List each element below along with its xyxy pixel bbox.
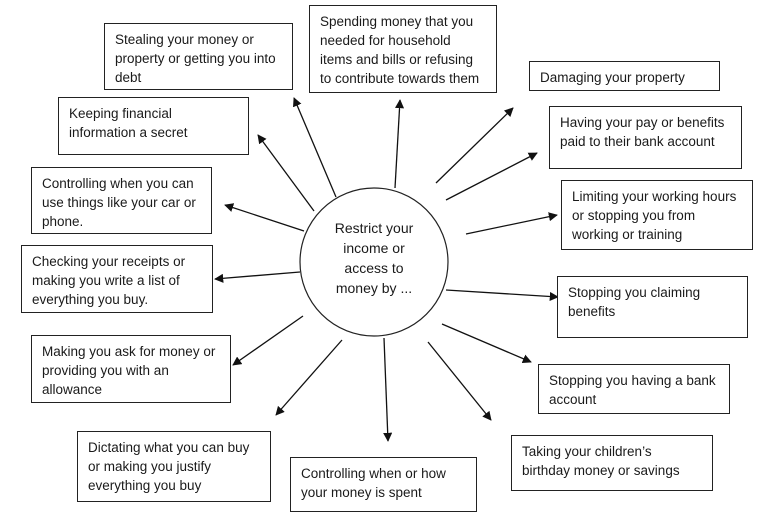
box-damaging: Damaging your property <box>529 61 720 91</box>
center-circle <box>299 187 449 337</box>
box-dictating: Dictating what you can buy or making you… <box>77 431 271 502</box>
arrow-damaging <box>435 107 514 184</box>
box-spending: Spending money that you needed for house… <box>309 5 497 93</box>
arrow-dictating <box>275 339 343 416</box>
center-line-2: income or <box>343 240 405 256</box>
arrow-controlling-car <box>224 203 305 232</box>
box-claiming-benefits: Stopping you claiming benefits <box>557 276 748 338</box>
box-keeping-secret: Keeping financial information a secret <box>58 97 249 155</box>
box-working-hours: Limiting your working hours or stopping … <box>561 180 753 250</box>
arrow-children-money <box>427 341 492 421</box>
arrow-keeping-secret <box>257 134 315 212</box>
center-line-1: Restrict your <box>334 220 414 236</box>
box-children-money: Taking your children’s birthday money or… <box>511 435 713 491</box>
box-allowance: Making you ask for money or providing yo… <box>31 335 231 403</box>
arrow-pay-benefits <box>445 152 538 201</box>
box-pay-benefits: Having your pay or benefits paid to thei… <box>549 106 742 169</box>
arrow-allowance <box>232 315 304 366</box>
box-controlling-car: Controlling when you can use things like… <box>31 167 212 234</box>
arrow-bank-account <box>441 323 532 363</box>
box-controlling-spending: Controlling when or how your money is sp… <box>290 457 477 512</box>
arrow-spending <box>394 99 405 189</box>
box-stealing: Stealing your money or property or getti… <box>104 23 293 90</box>
arrow-working-hours <box>465 212 558 235</box>
box-bank-account: Stopping you having a bank account <box>538 364 730 414</box>
center-line-3: access to <box>344 260 404 276</box>
arrow-claiming-benefits <box>445 289 559 302</box>
arrow-receipts <box>214 271 301 283</box>
box-receipts: Checking your receipts or making you wri… <box>21 245 213 313</box>
arrow-controlling-spending <box>383 337 393 442</box>
center-label: Restrict your income or access to money … <box>312 218 436 298</box>
arrow-stealing <box>293 97 337 198</box>
center-line-4: money by ... <box>335 280 413 296</box>
